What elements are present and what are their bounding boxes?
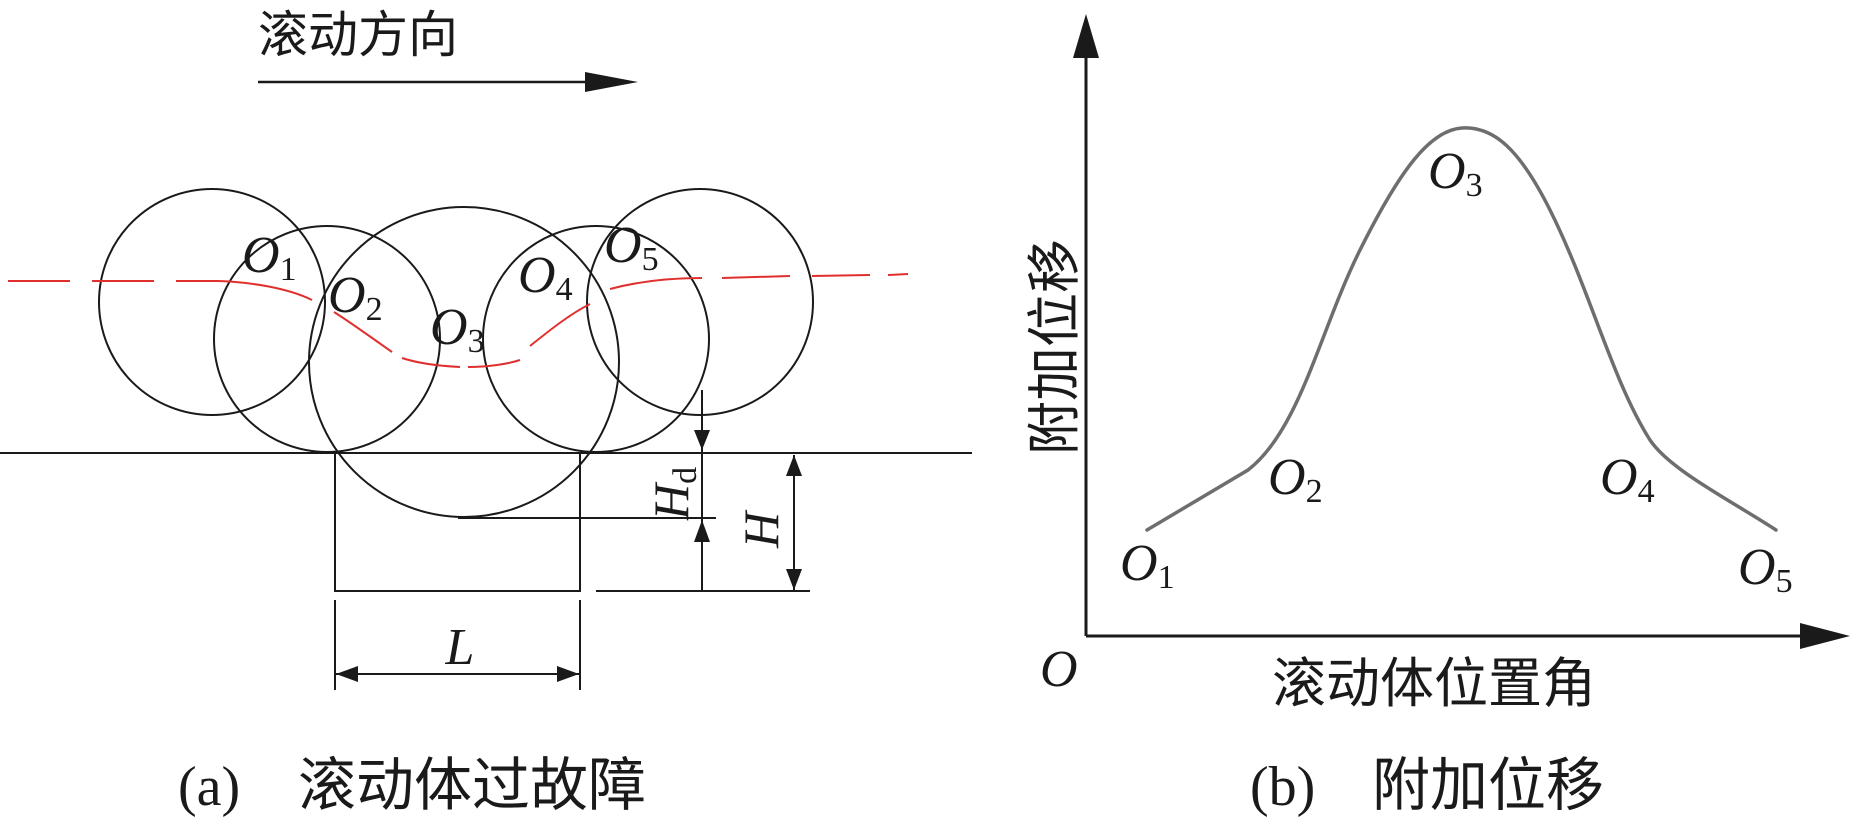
h-arrow-bottom xyxy=(786,569,802,590)
trajectory-segment-4 xyxy=(467,359,521,368)
curve-label-o1: O1 xyxy=(1120,535,1175,596)
curve-label-o2: O2 xyxy=(1268,449,1323,510)
caption-b-text: 附加位移 xyxy=(1372,751,1604,819)
rolling-element-circle-1 xyxy=(98,188,326,416)
trajectory-segment-5 xyxy=(529,303,591,347)
rolling-element-circle-3 xyxy=(308,206,620,518)
x-axis-arrowhead xyxy=(1800,623,1850,649)
rolling-element-circle-4 xyxy=(482,225,710,453)
hd-arrow-top xyxy=(694,430,710,450)
trajectory-segment-2 xyxy=(333,311,393,353)
curve-label-o4: O4 xyxy=(1600,449,1655,510)
l-label: L xyxy=(445,619,475,676)
caption-a-text: 滚动体过故障 xyxy=(298,751,646,819)
caption-b-tag: (b) xyxy=(1250,756,1315,818)
hd-label: Hd xyxy=(643,467,704,521)
h-arrow-top xyxy=(786,455,802,476)
x-axis-label: 滚动体位置角 xyxy=(1272,652,1596,715)
l-arrow-left xyxy=(336,666,358,682)
center-label-o4: O4 xyxy=(518,247,573,308)
y-axis-arrowhead xyxy=(1073,14,1099,58)
origin-label: O xyxy=(1040,641,1078,698)
trajectory-dash-3 xyxy=(721,275,791,279)
panel-b: 附加位移 滚动体位置角 O O1 O2 O3 O4 O5 (b) 附加位移 xyxy=(1023,14,1850,819)
defect-pit xyxy=(334,453,581,592)
trajectory-segment-6 xyxy=(609,277,703,290)
center-label-o1: O1 xyxy=(242,227,297,288)
curve-label-o3: O3 xyxy=(1428,143,1483,204)
l-arrow-right xyxy=(557,666,579,682)
rolling-element-circle-2 xyxy=(213,225,441,453)
center-label-o2: O2 xyxy=(328,267,383,328)
displacement-curve xyxy=(1145,126,1778,532)
hd-arrow-bottom xyxy=(694,520,710,542)
center-label-o3: O3 xyxy=(430,299,485,360)
trajectory-dash-5 xyxy=(887,273,909,276)
panel-a: 滚动方向 O1 O2 O3 O4 O5 xyxy=(0,6,972,819)
trajectory-segment-3 xyxy=(401,357,461,368)
center-label-o5: O5 xyxy=(604,217,659,278)
rolling-direction-label: 滚动方向 xyxy=(258,6,458,64)
rolling-direction-arrowhead xyxy=(585,72,638,92)
rolling-element-circle-5 xyxy=(586,188,814,416)
y-axis-label: 附加位移 xyxy=(1023,239,1086,455)
curve-label-o5: O5 xyxy=(1738,539,1793,600)
trajectory-segment-1 xyxy=(176,280,313,301)
trajectory-dash-4 xyxy=(811,274,871,277)
caption-a-tag: (a) xyxy=(178,756,240,818)
h-label: H xyxy=(733,509,789,549)
